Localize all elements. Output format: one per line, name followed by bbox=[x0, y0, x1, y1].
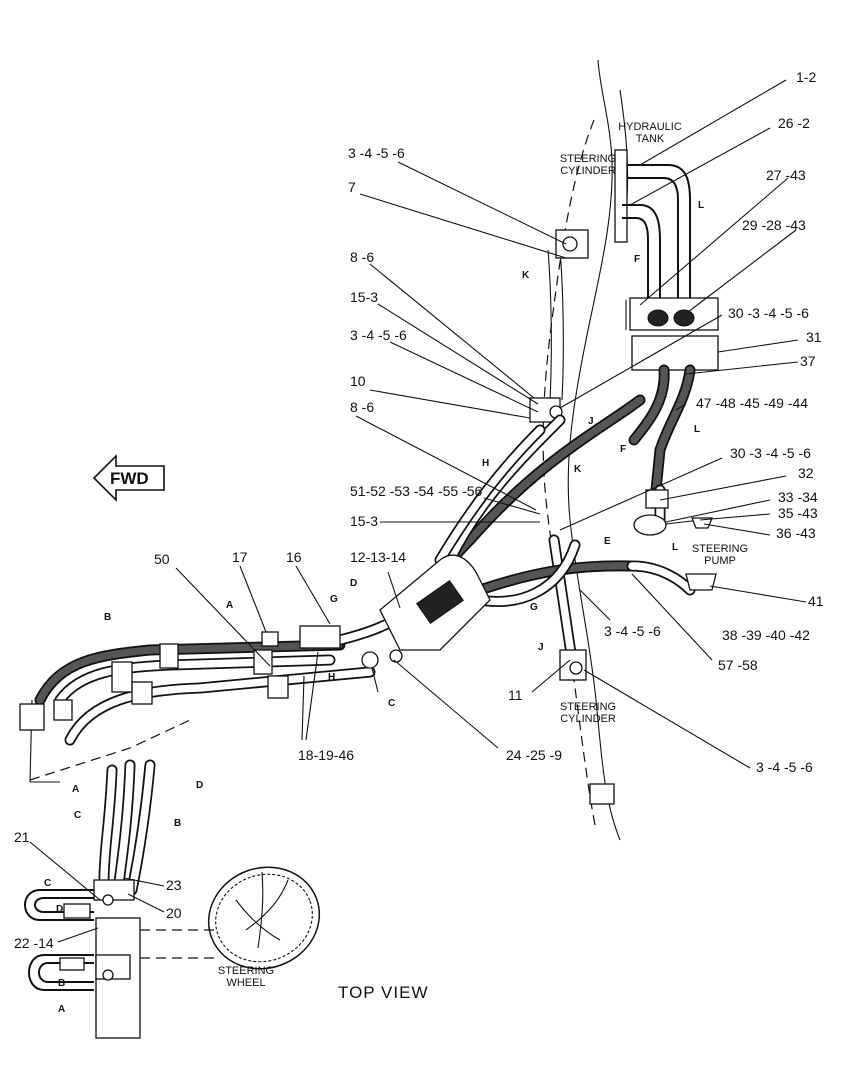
hose-letter: J bbox=[538, 642, 544, 653]
hose-letter: B bbox=[104, 612, 111, 623]
hoses bbox=[34, 364, 696, 896]
hose-letter: F bbox=[620, 444, 626, 455]
hose-letter: D bbox=[196, 780, 203, 791]
hose-letter: J bbox=[588, 416, 594, 427]
hose-letter: F bbox=[634, 254, 640, 265]
callout: 1-2 bbox=[796, 69, 816, 85]
hose-clamps bbox=[19, 643, 289, 731]
callout: 47 -48 -45 -49 -44 bbox=[696, 395, 808, 411]
callout: 26 -2 bbox=[778, 115, 810, 131]
hydraulic-tank bbox=[614, 149, 719, 371]
hose-letter: D bbox=[56, 904, 63, 915]
callout: 21 bbox=[14, 829, 30, 845]
hose-letter: A bbox=[58, 1004, 65, 1015]
callout: 24 -25 -9 bbox=[506, 747, 562, 763]
steering-wheel bbox=[140, 866, 321, 970]
callout: 3 -4 -5 -6 bbox=[756, 759, 813, 775]
callout: 3 -4 -5 -6 bbox=[350, 327, 407, 343]
callout: 8 -6 bbox=[350, 249, 374, 265]
callout: 16 bbox=[286, 549, 302, 565]
callout: 23 bbox=[166, 877, 182, 893]
callout-labels: 1-2 26 -2 27 -43 29 -28 -43 30 -3 -4 -5 … bbox=[14, 69, 824, 951]
callout: 3 -4 -5 -6 bbox=[348, 145, 405, 161]
hose-letter: C bbox=[388, 698, 395, 709]
callout: 29 -28 -43 bbox=[742, 217, 806, 233]
callout: 15-3 bbox=[350, 289, 378, 305]
hose-letter: A bbox=[72, 784, 79, 795]
callout: 7 bbox=[348, 179, 356, 195]
callout: 22 -14 bbox=[14, 935, 54, 951]
callout: 31 bbox=[806, 329, 822, 345]
callout: 20 bbox=[166, 905, 182, 921]
hose-letter: K bbox=[574, 464, 582, 475]
hose-letter: L bbox=[694, 424, 700, 435]
callout: 32 bbox=[798, 465, 814, 481]
steering-pump bbox=[633, 489, 717, 591]
hose-letter: H bbox=[328, 672, 335, 683]
hose-letter: B bbox=[58, 978, 65, 989]
callout: 33 -34 bbox=[778, 489, 818, 505]
hose-letter: C bbox=[44, 878, 51, 889]
leader-lines bbox=[29, 79, 807, 943]
hose-letter: B bbox=[174, 818, 181, 829]
steering-cylinder-lower bbox=[548, 534, 615, 805]
callout: 27 -43 bbox=[766, 167, 806, 183]
hose-letter: C bbox=[74, 810, 81, 821]
callout: 15-3 bbox=[350, 513, 378, 529]
hose-letter: L bbox=[672, 542, 678, 553]
fwd-arrow: FWD bbox=[92, 454, 165, 502]
callout: 12-13-14 bbox=[350, 549, 406, 565]
callout: 8 -6 bbox=[350, 399, 374, 415]
hose-letter: H bbox=[482, 458, 489, 469]
callout: 50 bbox=[154, 551, 170, 567]
callout: 30 -3 -4 -5 -6 bbox=[730, 445, 811, 461]
callout: 57 -58 bbox=[718, 657, 758, 673]
callout: 10 bbox=[350, 373, 366, 389]
hose-letter: G bbox=[530, 602, 538, 613]
callout: 38 -39 -40 -42 bbox=[722, 627, 810, 643]
hose-letter: A bbox=[226, 600, 233, 611]
callout: 30 -3 -4 -5 -6 bbox=[728, 305, 809, 321]
steering-cylinder-upper bbox=[529, 229, 589, 423]
callout: 11 bbox=[508, 687, 523, 703]
hose-letter: L bbox=[698, 200, 704, 211]
hose-letter: K bbox=[522, 270, 530, 281]
steering-valve bbox=[261, 554, 491, 669]
fwd-label: FWD bbox=[110, 469, 149, 488]
hose-letter: D bbox=[350, 578, 357, 589]
view-title: TOP VIEW bbox=[338, 983, 429, 1002]
callout: 41 bbox=[808, 593, 824, 609]
callout: 18-19-46 bbox=[298, 747, 354, 763]
callout: 17 bbox=[232, 549, 248, 565]
steering-column bbox=[24, 879, 141, 1039]
callout: 51-52 -53 -54 -55 -56 bbox=[350, 483, 483, 499]
hose-letter: G bbox=[330, 594, 338, 605]
callout: 3 -4 -5 -6 bbox=[604, 623, 661, 639]
hose-letter: E bbox=[604, 536, 611, 547]
callout: 36 -43 bbox=[776, 525, 816, 541]
callout: 37 bbox=[800, 353, 816, 369]
hose-letter-labels: L F K J H L K F L E G J D G H C A B A C … bbox=[44, 200, 704, 1015]
callout: 35 -43 bbox=[778, 505, 818, 521]
